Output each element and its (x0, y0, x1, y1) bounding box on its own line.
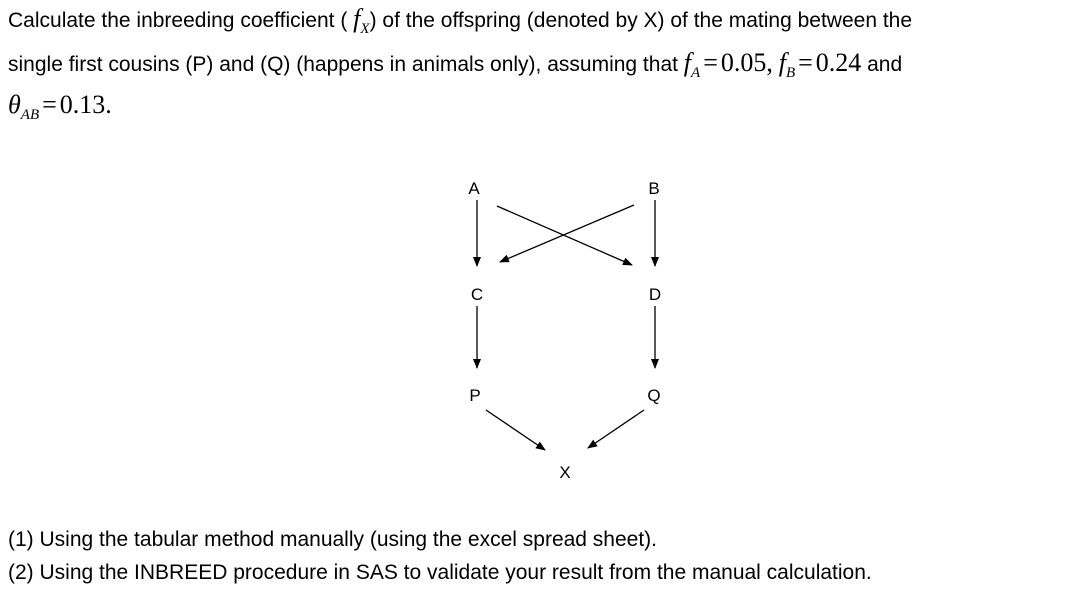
node-q: Q (647, 386, 660, 405)
line1-suffix: ) of the offspring (denoted by X) of the… (369, 9, 913, 32)
node-d: D (649, 285, 661, 304)
line2-prefix: single first cousins (P) and (Q) (happen… (8, 53, 684, 76)
problem-line-1: Calculate the inbreeding coefficient ( f… (8, 4, 912, 38)
line1-prefix: Calculate the inbreeding coefficient ( (8, 9, 354, 32)
arrow-a-to-d (496, 205, 633, 266)
node-p: P (469, 386, 480, 405)
node-c: C (471, 285, 483, 304)
arrow-q-to-x (587, 409, 645, 449)
arrow-p-to-x (485, 409, 546, 451)
node-a: A (468, 179, 480, 198)
problem-line-2: single first cousins (P) and (Q) (happen… (8, 48, 902, 82)
fb-equation: fB=0.24 (778, 48, 862, 81)
line2-and: and (861, 53, 903, 76)
fa-equation: fA=0.05, (683, 48, 773, 81)
theta-equation: θAB=0.13. (8, 90, 112, 123)
arrow-b-to-c (499, 204, 635, 263)
question-2: (2) Using the INBREED procedure in SAS t… (8, 561, 872, 584)
question-1: (1) Using the tabular method manually (u… (8, 528, 658, 551)
fx-symbol: fX (353, 4, 370, 37)
node-b: B (648, 179, 659, 198)
node-x: X (559, 463, 570, 482)
